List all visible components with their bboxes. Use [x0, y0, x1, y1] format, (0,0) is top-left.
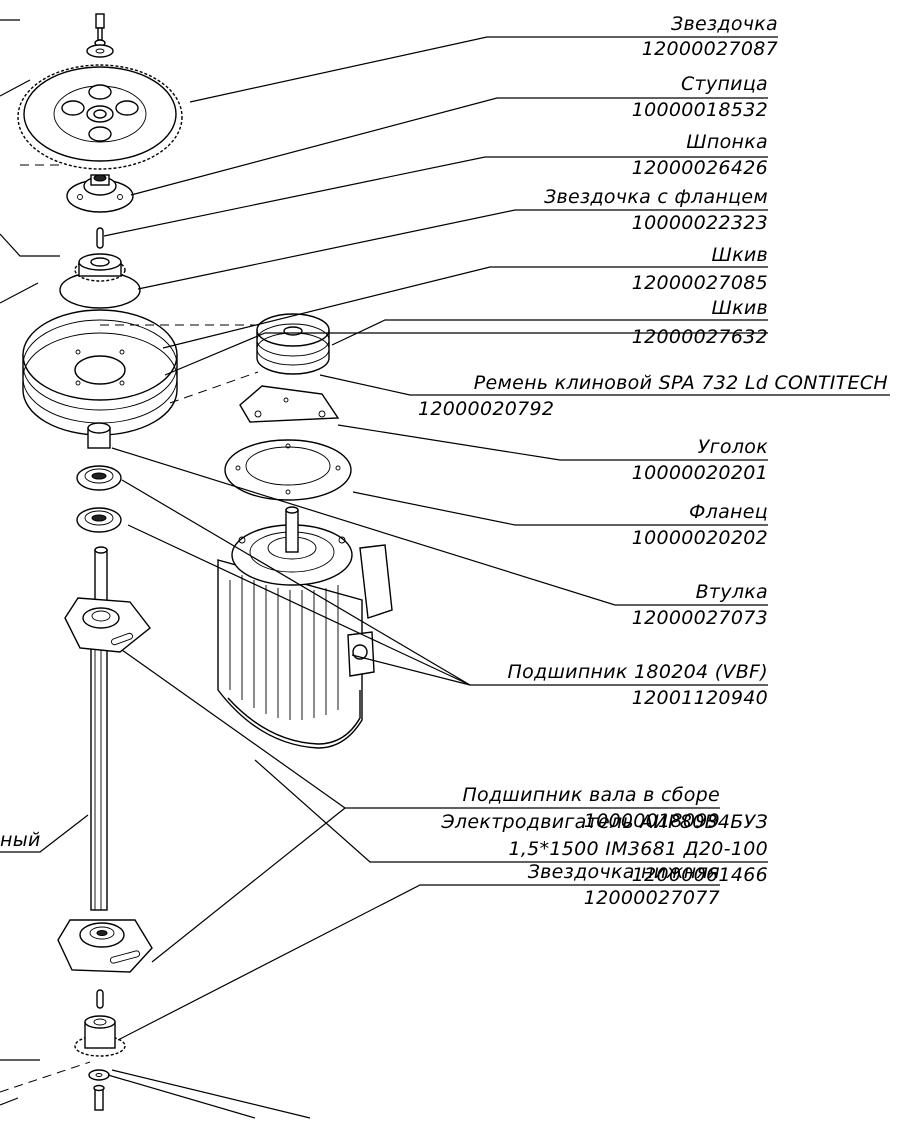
label-name: Звездочка — [671, 13, 778, 35]
large-pulley-drawing — [22, 309, 178, 436]
label-code: 10000018099 — [584, 810, 720, 832]
motor-drawing — [217, 506, 393, 749]
label-name: Подшипник вала в сборе — [462, 784, 720, 806]
leader-lines — [0, 19, 890, 1119]
label-code: 12000020792 — [418, 398, 554, 420]
small-pulley-drawing — [256, 313, 330, 375]
belt-lower-line — [169, 371, 259, 404]
label-v-belt: Ремень клиновой SPA 732 Ld CONTITECH 120… — [418, 372, 888, 420]
label-name: Уголок — [698, 436, 768, 458]
label-bearing: Подшипник 180204 (VBF) 12001120940 — [508, 661, 768, 709]
label-sprocket: Звездочка 12000027087 — [642, 13, 778, 60]
label-code: 12000027087 — [642, 38, 778, 60]
label-flange: Фланец 10000020202 — [632, 501, 768, 549]
label-pulley-small: Шкив 12000027632 — [632, 297, 768, 348]
label-code: 12000026426 — [632, 157, 768, 179]
label-pulley-large: Шкив 12000027085 — [632, 244, 768, 294]
label-code: 10000022323 — [632, 212, 768, 234]
label-code: 12000061466 — [632, 864, 768, 886]
label-name: Втулка — [696, 581, 768, 603]
bracket-drawing — [239, 385, 340, 423]
flange-sprocket-drawing — [59, 253, 141, 309]
label-name: Ремень клиновой SPA 732 Ld CONTITECH — [474, 372, 888, 394]
label-motor: Электродвигатель АИР80В4БУЗ 1,5*1500 IM3… — [440, 811, 768, 886]
key-drawing — [96, 227, 104, 249]
label-code: 12000027085 — [632, 272, 768, 294]
label-code: 10000018532 — [632, 99, 768, 121]
bearing-upper-drawing — [76, 465, 122, 491]
label-name: Шкив — [711, 297, 768, 319]
label-flange-sprocket: Звездочка с фланцем 10000022323 — [544, 186, 768, 234]
label-name: Подшипник 180204 (VBF) — [508, 661, 768, 683]
label-key: Шпонка 12000026426 — [632, 131, 768, 179]
label-bracket: Уголок 10000020201 — [632, 436, 768, 484]
label-name: Звездочка с фланцем — [544, 186, 768, 208]
bearing-lower-drawing — [76, 507, 122, 533]
bushing-drawing — [87, 422, 111, 449]
axis-line-1 — [0, 1061, 91, 1093]
label-code: 12000027073 — [632, 607, 768, 629]
lower-bolt-icon — [88, 1069, 110, 1111]
lower-sprocket-drawing — [74, 1015, 126, 1057]
label-shaft-bearing-assy: Подшипник вала в сборе 10000018099 — [462, 784, 720, 832]
label-code: 12000027077 — [584, 887, 720, 909]
flange-drawing — [224, 439, 352, 501]
label-hub: Ступица 10000018532 — [632, 73, 768, 121]
lower-key-drawing — [96, 989, 104, 1009]
label-lower-sprocket: Звездочка нижняя 12000027077 — [528, 861, 720, 909]
label-name: Шкив — [711, 244, 768, 266]
sprocket-drawing — [17, 64, 183, 170]
label-name: Электродвигатель АИР80В4БУЗ — [440, 811, 768, 833]
top-bolt-icon — [86, 13, 114, 58]
lower-bearing-housing-drawing — [57, 919, 153, 973]
label-name: Ступица — [681, 73, 768, 95]
label-code: 10000020202 — [632, 527, 768, 549]
upper-bearing-housing-drawing — [64, 597, 151, 653]
label-name: Звездочка нижняя — [528, 861, 720, 883]
label-name: Шпонка — [686, 131, 768, 153]
label-code: 12001120940 — [632, 687, 768, 709]
label-name-2: 1,5*1500 IM3681 Д20-100 — [508, 838, 768, 860]
label-code: 12000027632 — [632, 326, 768, 348]
label-partial-shaft: ный — [0, 829, 41, 851]
label-code: 10000020201 — [632, 462, 768, 484]
hub-drawing — [66, 174, 134, 213]
label-bushing: Втулка 12000027073 — [632, 581, 768, 629]
label-name: Фланец — [689, 501, 768, 523]
